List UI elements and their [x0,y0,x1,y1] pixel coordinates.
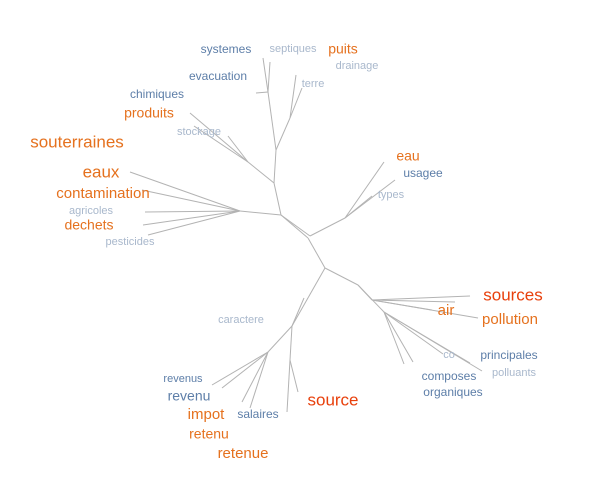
word-label-retenu: retenu [189,426,229,442]
word-label-salaires: salaires [237,407,278,421]
tree-edge [291,297,305,327]
tree-edge [247,161,275,184]
word-label-souterraines: souterraines [30,132,124,151]
word-label-usagee: usagee [403,166,443,180]
tree-edge [289,74,297,119]
word-label-composes: composes [422,369,477,383]
word-label-impot: impot [188,406,226,423]
tree-edge [267,61,271,93]
word-label-eau: eau [396,148,419,164]
tree-edge [289,359,299,393]
word-label-dechets: dechets [64,217,113,233]
tree-edge [147,210,241,236]
tree-edge [357,284,385,313]
word-label-puits: puits [328,41,358,57]
tree-edge [273,182,282,216]
word-label-eaux: eaux [83,162,120,181]
tree-edge [371,295,471,301]
word-label-sources: sources [483,285,543,304]
word-label-drainage: drainage [336,60,379,72]
tree-edges [129,57,483,413]
word-label-principales: principales [480,348,537,362]
word-label-polluants: polluants [492,367,537,379]
tree-edge [142,210,241,226]
tree-edge [383,311,405,365]
tree-edge [289,325,293,361]
word-label-pesticides: pesticides [106,236,155,248]
word-label-produits: produits [124,105,174,121]
word-label-evacuation: evacuation [189,69,247,83]
tree-edge [291,267,326,327]
tree-edge [307,237,326,269]
word-label-organiques: organiques [423,385,482,399]
tree-edge [193,125,249,163]
word-label-air: air [438,302,455,319]
tree-edge [227,135,249,163]
tree-edge [344,195,373,219]
tree-edge [275,117,291,151]
tree-edge [141,189,241,212]
tree-edge [267,325,293,353]
word-label-types: types [378,189,405,201]
tree-edge [239,210,282,216]
word-label-co: co [443,349,455,361]
tree-edge [211,351,269,386]
tree-edge [344,161,385,219]
tree-edge [267,91,277,151]
tree-edge [249,351,269,409]
tree-edge [241,351,269,403]
tree-edge [371,299,456,303]
word-label-revenus: revenus [163,373,203,385]
word-label-systemes: systemes [201,42,252,56]
tree-edge [286,359,291,413]
tree-edge [309,217,346,237]
tree-edge [273,149,277,184]
word-label-contamination: contamination [56,185,149,202]
tree-edge [189,112,249,163]
tree-edge [383,311,414,363]
word-label-chimiques: chimiques [130,87,184,101]
tree-edge [324,267,359,286]
tree-edge [289,87,303,119]
tree-edge [144,210,241,213]
tree-edge [383,311,444,355]
word-label-septiques: septiques [269,43,317,55]
word-label-pollution: pollution [482,311,538,328]
word-label-source: source [307,390,358,409]
word-label-terre: terre [302,78,325,90]
word-label-retenue: retenue [218,445,269,462]
word-label-stockage: stockage [177,126,221,138]
tree-labels: systemes septiques puits drainage evacuation… [30,41,543,462]
tree-edge [129,171,241,212]
tree-edge [255,91,269,94]
tree-edge [371,299,433,311]
word-label-caractere: caractere [218,314,264,326]
tree-edge [383,311,483,372]
tree-edge [262,57,269,93]
word-label-agricoles: agricoles [69,205,114,217]
tree-edge [280,214,311,237]
tree-edge [221,351,269,389]
word-label-revenu: revenu [168,388,211,404]
